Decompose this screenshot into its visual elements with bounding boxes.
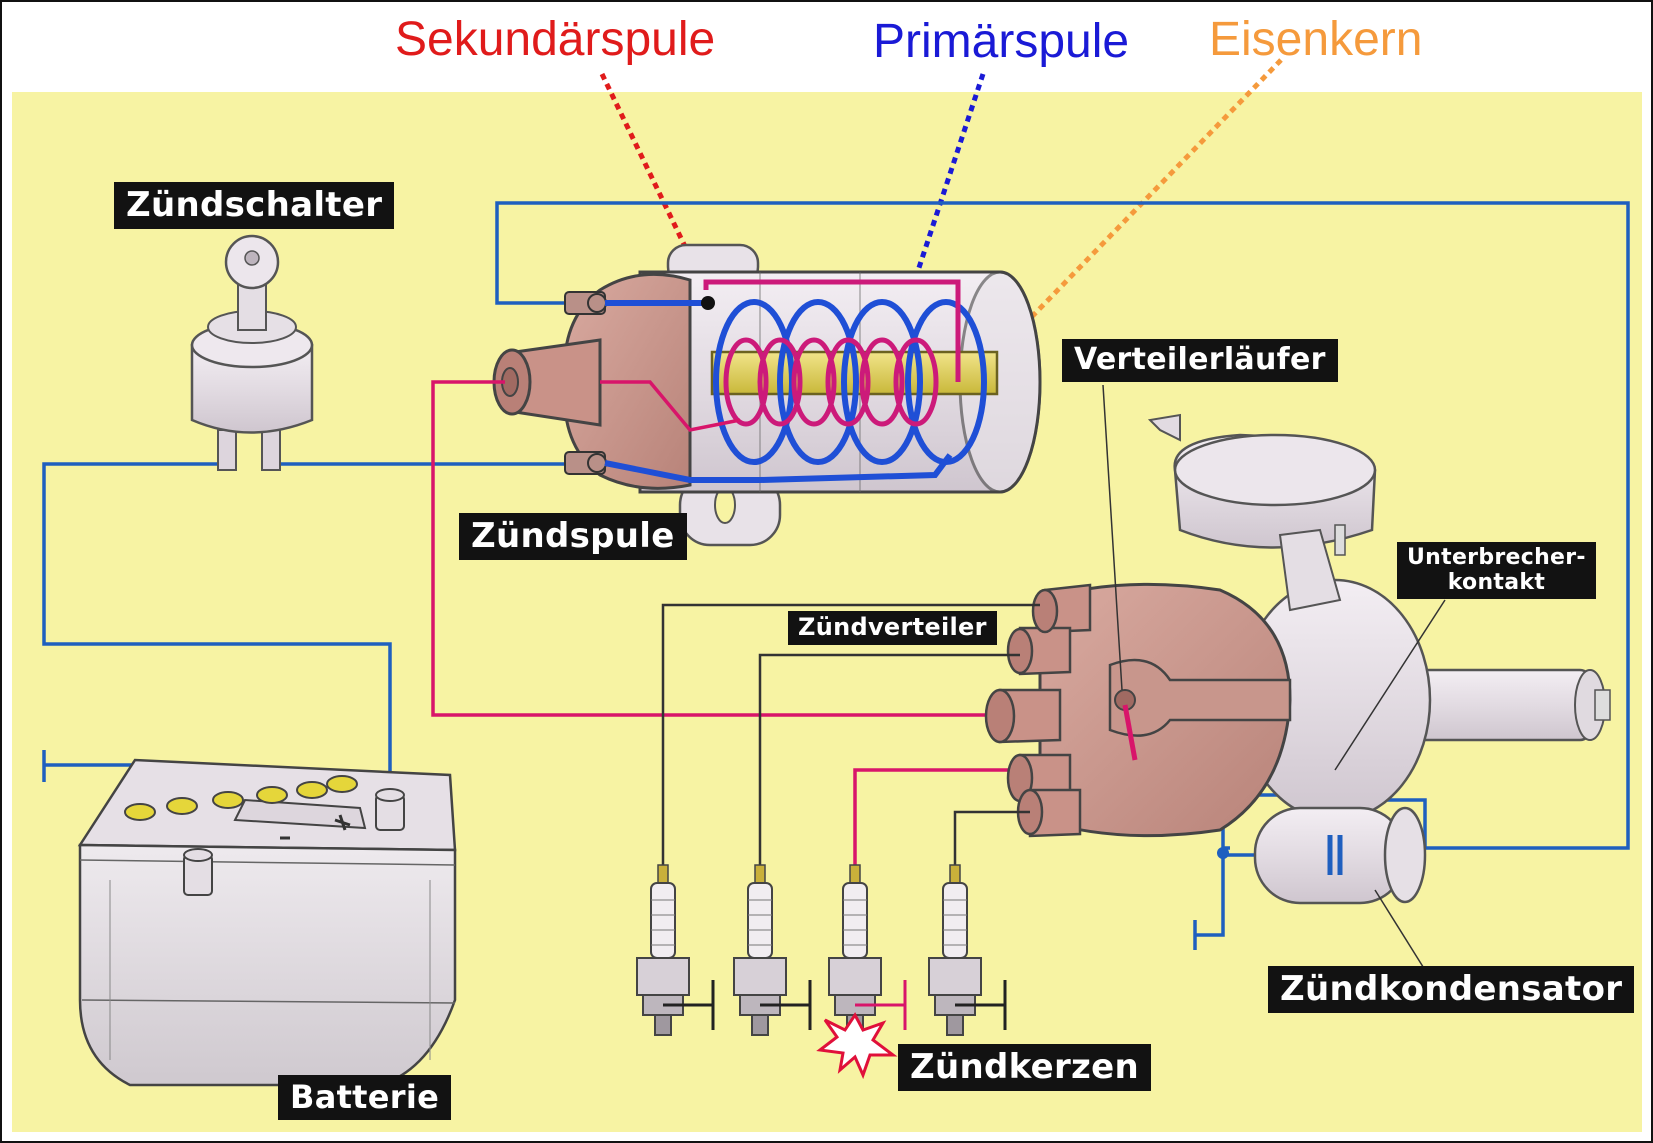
- secondary-coil-winding: [703, 279, 961, 427]
- spark-plugs: [636, 864, 1007, 1080]
- distributor-label: Zündverteiler: [788, 611, 997, 645]
- spark-plug-2: [733, 864, 812, 1036]
- battery: [77, 758, 457, 1087]
- plug-leads: [661, 603, 1040, 865]
- primary-coil-label: Primärspule: [873, 15, 1130, 68]
- battery-cell-caps: [124, 775, 358, 821]
- high-voltage-wiring: [431, 380, 1120, 870]
- ground-node: [1217, 847, 1229, 859]
- condenser: [1253, 806, 1427, 971]
- rotor-label: Verteilerläufer: [1062, 339, 1338, 382]
- distributor: [984, 384, 1611, 838]
- ignition-switch: [190, 234, 314, 471]
- spark-plugs-label: Zündkerzen: [898, 1044, 1151, 1092]
- primary-coil-pointer: [902, 73, 986, 311]
- spark-plug-3: [816, 864, 907, 1080]
- ignition-coil-label: Zündspule: [459, 513, 687, 561]
- spark-burst: [816, 1012, 898, 1080]
- battery-label: Batterie: [278, 1075, 452, 1120]
- condenser-label: Zündkondensator: [1268, 966, 1635, 1014]
- ignition-switch-label: Zündschalter: [114, 182, 395, 230]
- spark-plug-4: [928, 864, 1007, 1036]
- secondary-coil-label: Sekundärspule: [395, 13, 716, 66]
- breaker-point-label: Unterbrecher- kontakt: [1397, 542, 1596, 599]
- iron-core-pointer: [983, 58, 1283, 367]
- iron-core-label: Eisenkern: [1209, 13, 1423, 66]
- spark-plug-1: [636, 864, 715, 1036]
- breaker-point-label-line1: Unterbrecher-: [1407, 545, 1586, 570]
- breaker-point-label-line2: kontakt: [1447, 570, 1546, 596]
